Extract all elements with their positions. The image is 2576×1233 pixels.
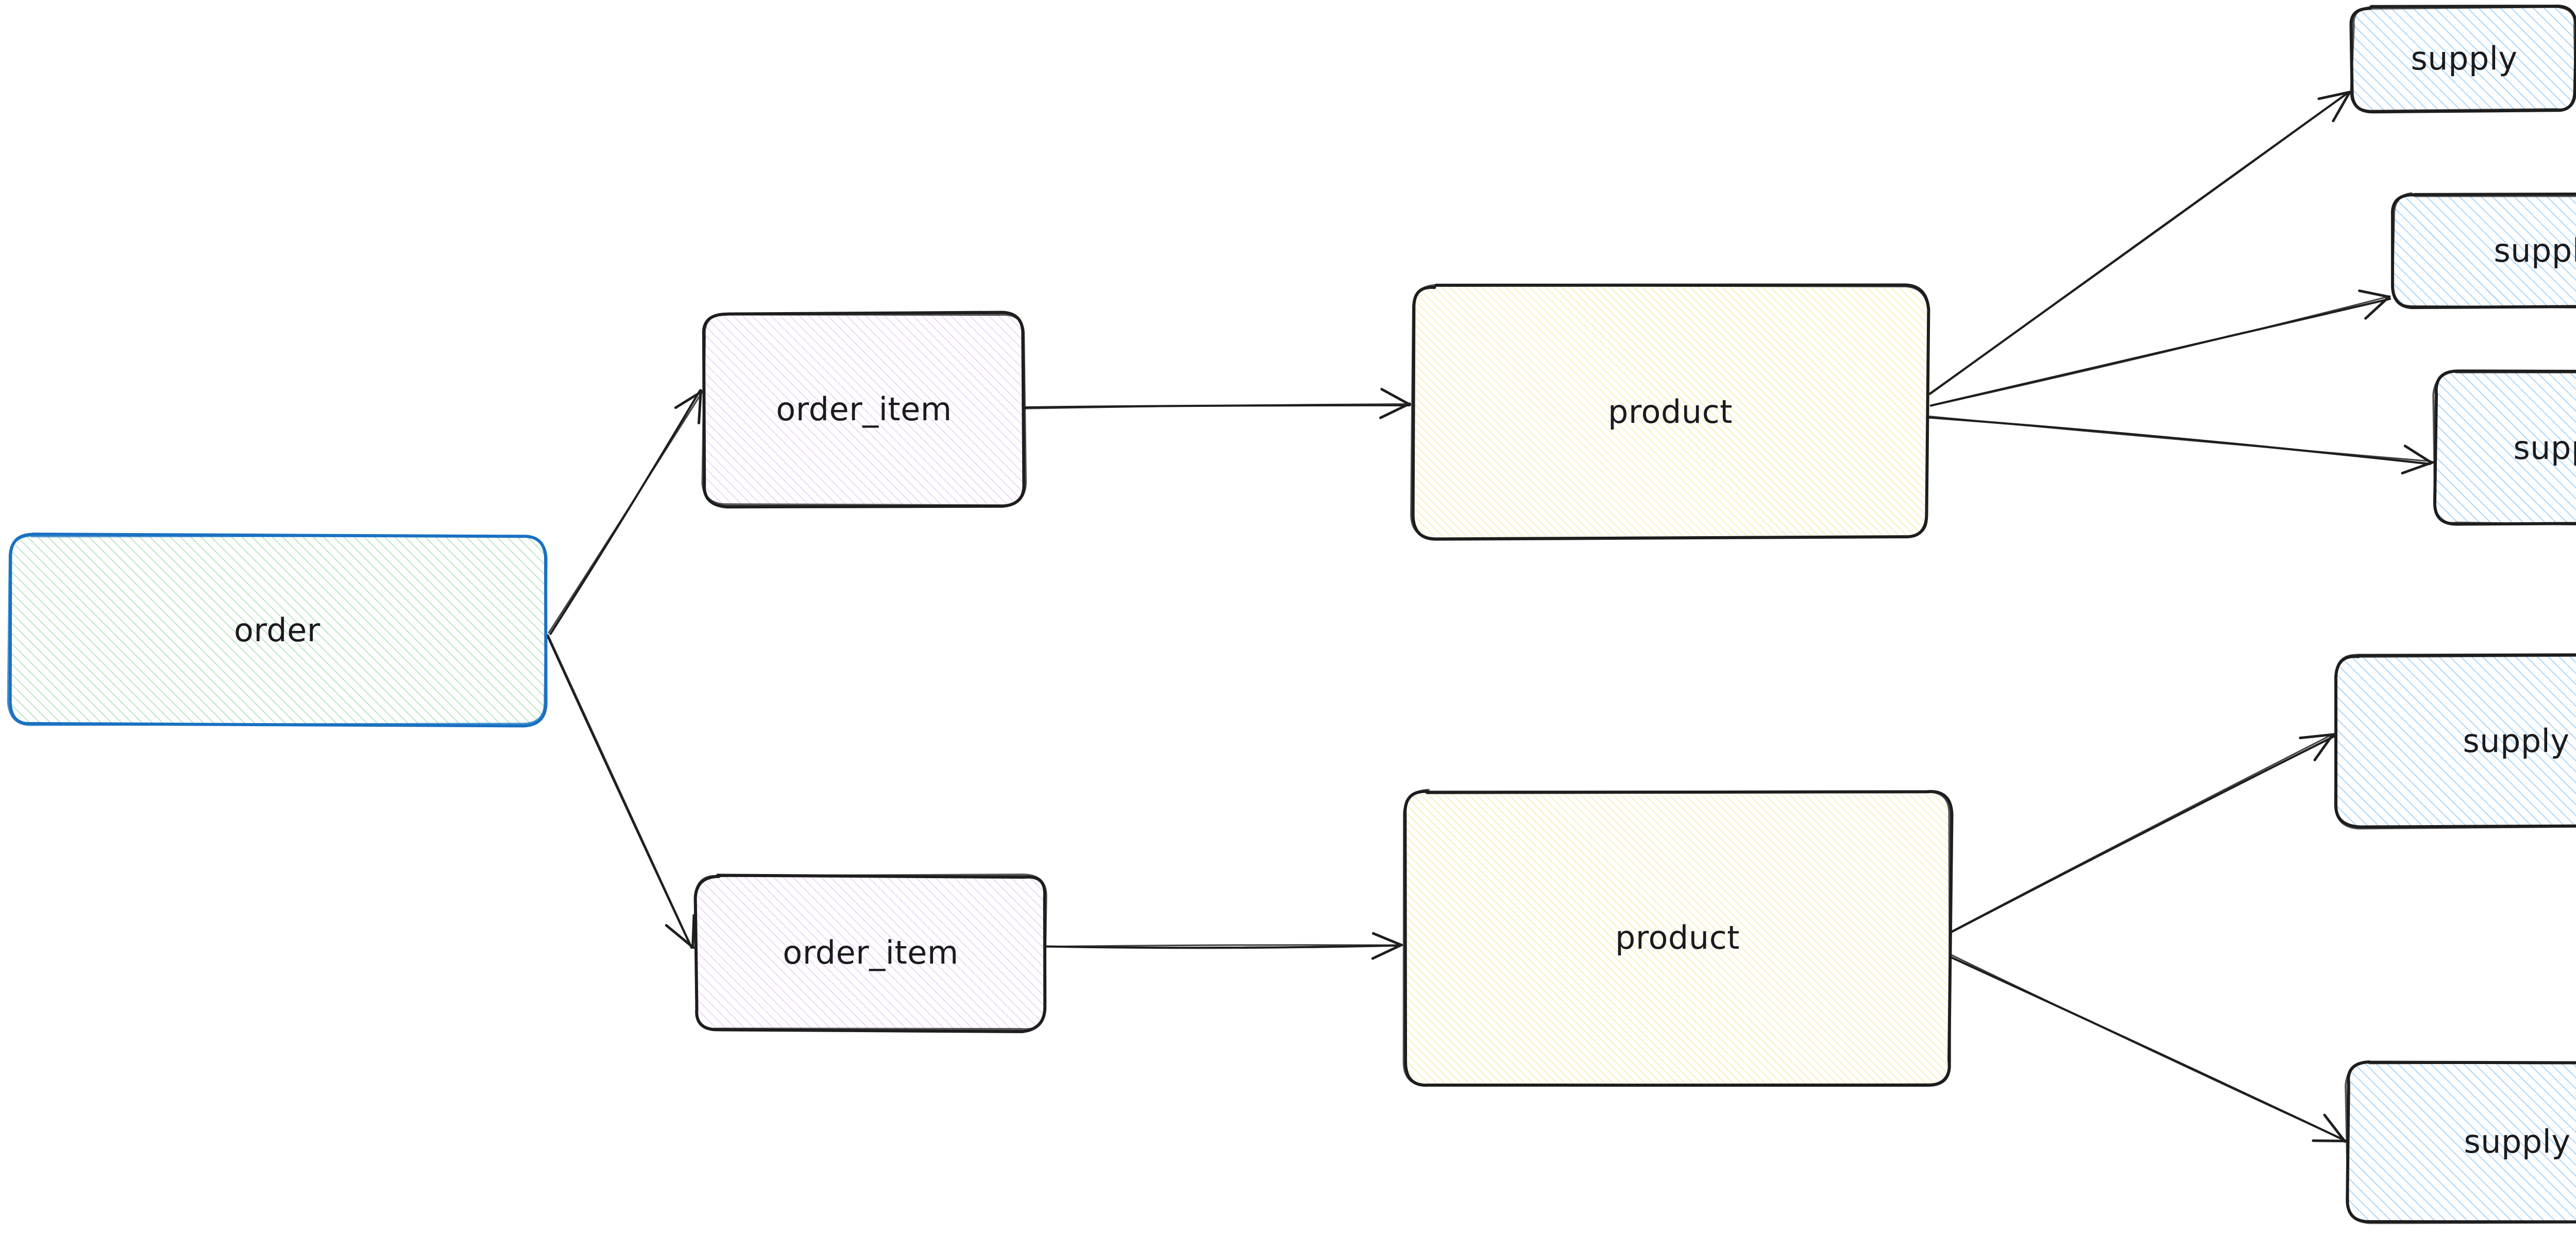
nodes-layer: orderorder_itemorder_itemproductproducts…	[7, 5, 2576, 1224]
edge-order-to-order_item_2[interactable]	[546, 634, 696, 949]
node-label-supply_2: supply	[2494, 232, 2576, 269]
edge-product_2-to-supply_5[interactable]	[1949, 953, 2347, 1143]
edge-product_2-to-supply_4[interactable]	[1949, 733, 2335, 934]
node-border	[2350, 6, 2576, 112]
arrowhead-icon	[2401, 444, 2434, 475]
edges-layer	[546, 91, 2434, 1143]
edge-order_item_2-to-product_2[interactable]	[1045, 932, 1403, 960]
node-border	[1410, 284, 1929, 540]
edge-order_item_1-to-product_1[interactable]	[1024, 388, 1412, 419]
node-supply_1[interactable]: supply	[2349, 5, 2576, 114]
edge-line	[548, 391, 703, 633]
node-label-supply_4: supply	[2463, 722, 2569, 760]
node-fill	[2347, 1061, 2576, 1223]
node-fill	[9, 535, 546, 726]
edge-line	[1928, 415, 2432, 463]
node-supply_5[interactable]: supply	[2345, 1060, 2576, 1224]
edge-line	[1045, 944, 1401, 949]
node-product_2[interactable]: product	[1402, 789, 1954, 1087]
edge-line	[1045, 944, 1403, 948]
node-fill	[2351, 7, 2576, 111]
node-order_item_2[interactable]: order_item	[693, 874, 1047, 1034]
node-label-supply_3: supply	[2513, 429, 2576, 467]
edge-product_1-to-supply_2[interactable]	[1929, 289, 2392, 407]
arrowhead-icon	[2312, 1114, 2347, 1143]
edge-line	[1024, 403, 1411, 409]
node-border	[693, 874, 1047, 1031]
node-fill	[1404, 790, 1952, 1086]
arrowhead-icon	[2299, 733, 2335, 762]
node-fill	[2336, 654, 2576, 828]
edge-order-to-order_item_1[interactable]	[548, 389, 704, 635]
edge-product_1-to-supply_1[interactable]	[1928, 91, 2351, 395]
edge-line	[547, 634, 692, 947]
node-fill	[2434, 371, 2576, 525]
arrowhead-icon	[674, 389, 704, 424]
edge-line	[1949, 953, 2346, 1141]
node-border	[7, 534, 548, 726]
node-fill	[1412, 286, 1928, 539]
node-border	[2432, 370, 2576, 526]
node-label-supply_5: supply	[2464, 1123, 2570, 1160]
node-border	[1402, 789, 1951, 1086]
node-supply_4[interactable]: supply	[2334, 653, 2576, 830]
edge-product_1-to-supply_3[interactable]	[1928, 415, 2434, 475]
node-border	[701, 313, 1027, 507]
node-label-product_2: product	[1615, 919, 1740, 956]
node-border	[2391, 192, 2576, 309]
node-fill	[2393, 195, 2576, 306]
node-order_item_1[interactable]: order_item	[701, 311, 1027, 509]
node-label-supply_1: supply	[2411, 40, 2517, 77]
node-product_1[interactable]: product	[1410, 283, 1930, 541]
arrowhead-icon	[2358, 289, 2391, 320]
arrowhead-icon	[1379, 388, 1412, 419]
node-label-order_item_1: order_item	[776, 390, 952, 428]
node-order[interactable]: order	[7, 533, 548, 728]
edge-line	[1950, 735, 2335, 934]
node-border	[2345, 1060, 2576, 1224]
arrowhead-icon	[1371, 932, 1403, 960]
node-supply_3[interactable]: supply	[2432, 369, 2576, 526]
node-border	[2334, 654, 2576, 830]
node-fill	[703, 312, 1025, 507]
arrowhead-icon	[2317, 91, 2351, 123]
node-supply_2[interactable]: supply	[2391, 192, 2576, 310]
node-fill	[694, 875, 1046, 1031]
edge-line	[1928, 91, 2350, 395]
node-label-order: order	[234, 611, 320, 649]
node-label-order_item_2: order_item	[783, 934, 958, 971]
node-label-product_1: product	[1608, 393, 1733, 431]
edge-line	[1930, 295, 2391, 406]
edge-line	[1928, 416, 2432, 465]
edge-line	[1949, 733, 2335, 933]
arrowhead-icon	[665, 914, 696, 949]
node-border	[2391, 192, 2576, 310]
